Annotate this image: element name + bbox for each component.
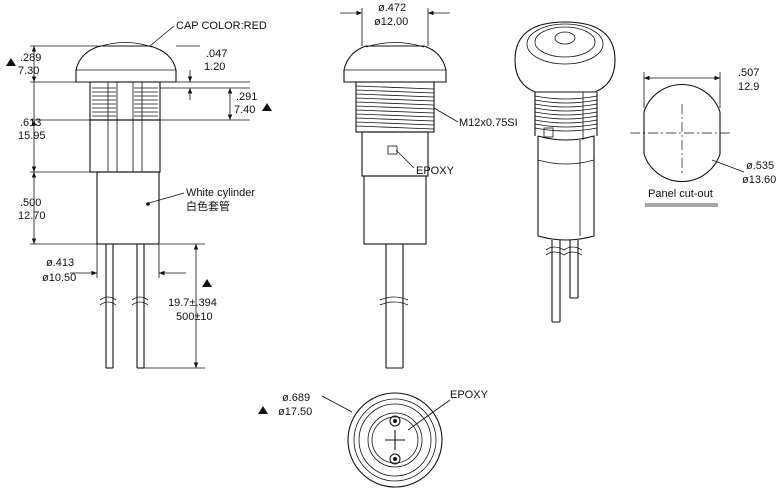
cylinder-note-cn: 白色套管 — [186, 199, 230, 213]
bottom-view: EPOXY ø.689 ø17.50 — [258, 389, 489, 488]
cutout-dia-in: ø.535 — [746, 160, 774, 172]
cap-height-in: .289 — [20, 52, 41, 64]
thread-spec: M12x0.75SI — [459, 117, 518, 129]
panel-cutout-view: .507 12.9 ø.535 ø13.60 Panel cut-out — [630, 67, 776, 207]
thread-offset-in: .291 — [236, 91, 257, 103]
lead-len-mm: 500±10 — [176, 311, 213, 323]
cap-height-mm: 7.30 — [18, 65, 39, 77]
front-view: .289 7.30 .613 15.95 .500 12.70 .047 1.2… — [6, 20, 272, 369]
thread-offset-mm: 7.40 — [234, 104, 255, 116]
nut-outline — [347, 392, 443, 488]
front-body — [89, 119, 161, 173]
front-leads — [99, 244, 149, 369]
thread-len-in: .613 — [20, 117, 41, 129]
critical-dimension-icon — [262, 103, 272, 111]
cap-dia-in: ø.472 — [378, 2, 406, 14]
terminal-hole — [389, 415, 401, 427]
bezel-in: .047 — [206, 48, 227, 60]
side-view: EPOXY M12x0.75SI ø.472 ø12.00 — [340, 2, 518, 369]
front-cap — [75, 45, 177, 83]
cylinder-len-mm: 12.70 — [18, 210, 46, 222]
side-thread — [355, 85, 435, 130]
cyl-dia-in: ø.413 — [46, 257, 74, 269]
nut-dia-in: ø.689 — [282, 392, 310, 404]
epoxy-window — [387, 145, 398, 155]
critical-dimension-icon — [202, 279, 212, 287]
panel-cutout-label: Panel cut-out — [648, 188, 713, 200]
bottom-epoxy-label: EPOXY — [450, 389, 489, 401]
cutout-width-mm: 12.9 — [738, 81, 759, 93]
critical-dimension-icon — [258, 406, 268, 414]
cylinder-len-in: .500 — [20, 197, 41, 209]
cap-dia-mm: ø12.00 — [374, 16, 408, 28]
nut-dia-mm: ø17.50 — [278, 406, 312, 418]
lead-len-in: 19.7±.394 — [168, 297, 217, 309]
cap-color-label: CAP COLOR:RED — [176, 20, 267, 32]
critical-dimension-icon — [6, 58, 16, 66]
terminal-hole — [389, 453, 401, 465]
cutout-width-in: .507 — [738, 67, 759, 79]
thread-len-mm: 15.95 — [18, 130, 46, 142]
side-epoxy-label: EPOXY — [416, 165, 455, 177]
perspective-view — [514, 21, 616, 323]
perspective-thread — [534, 95, 598, 132]
front-thread — [92, 87, 158, 117]
white-cylinder — [96, 171, 160, 245]
cyl-dia-mm: ø10.50 — [42, 272, 76, 284]
side-cap — [343, 45, 447, 83]
cylinder-note-en: White cylinder — [186, 187, 255, 199]
bezel-mm: 1.20 — [204, 61, 225, 73]
cutout-dia-mm: ø13.60 — [742, 174, 776, 186]
cutout-shape — [643, 83, 721, 183]
